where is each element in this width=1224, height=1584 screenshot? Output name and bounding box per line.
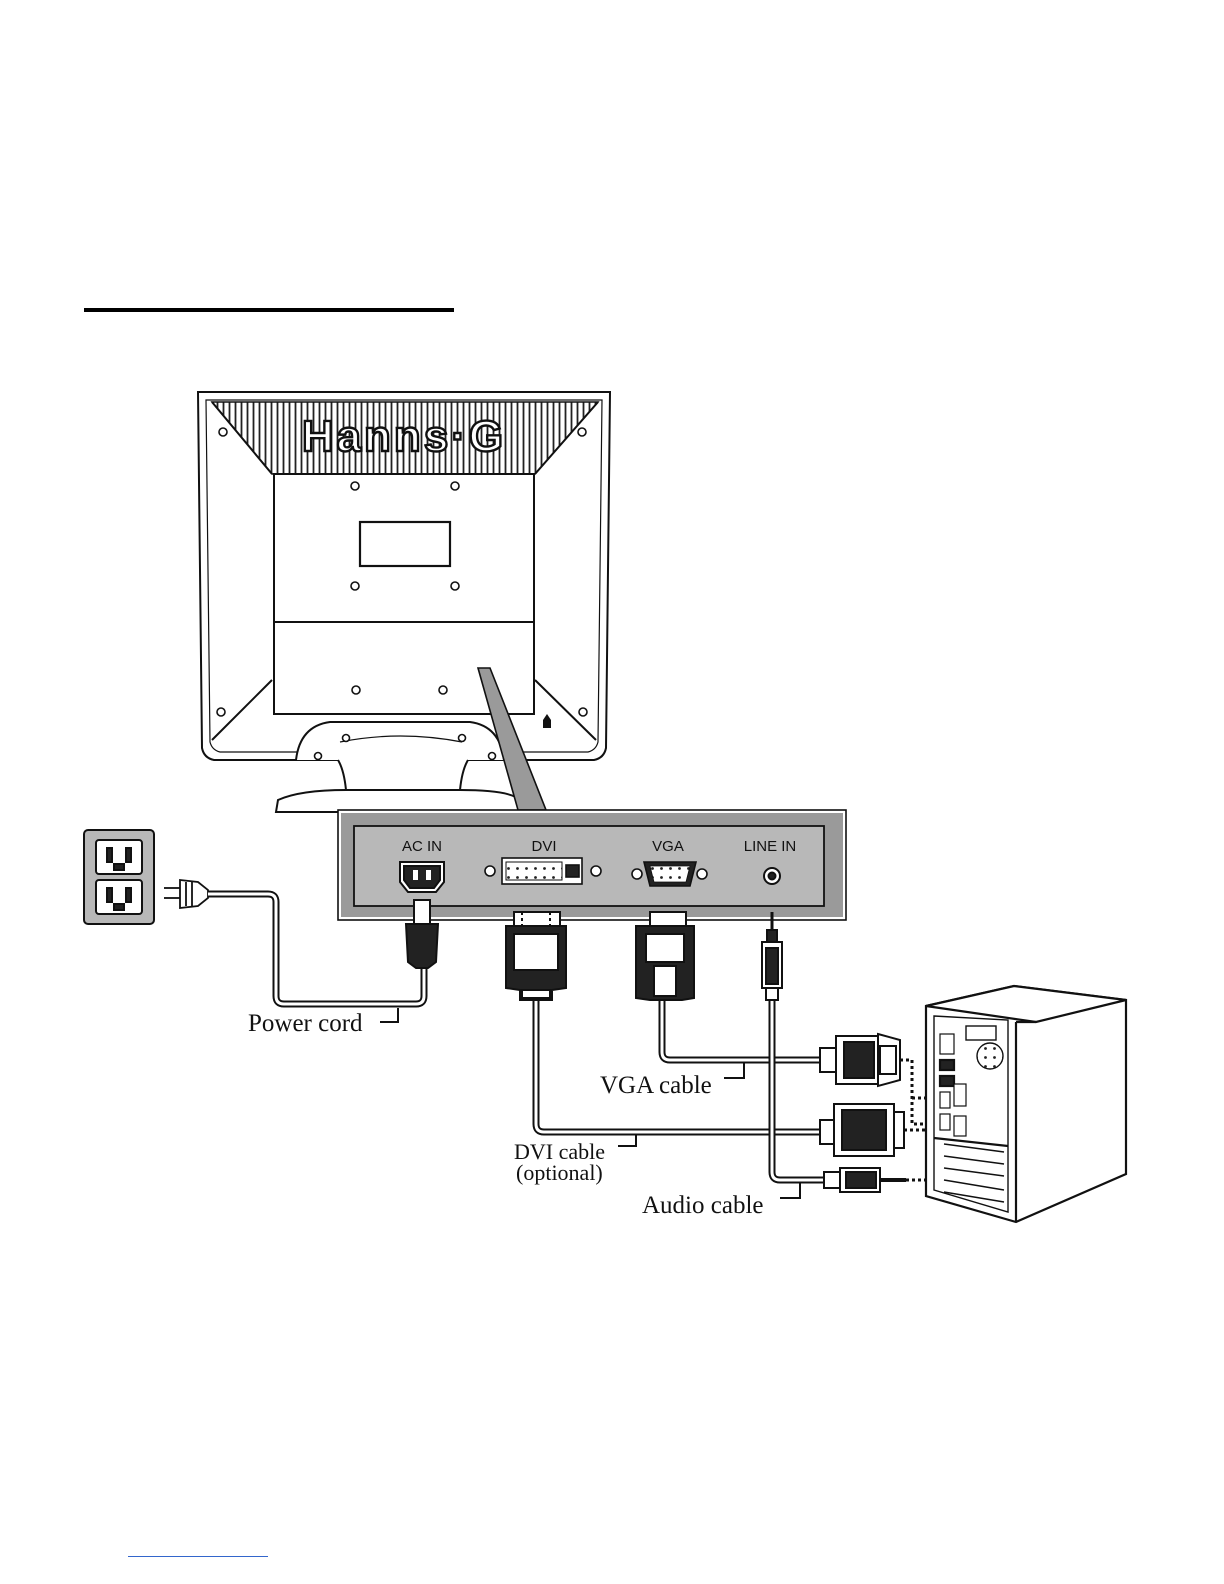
port-label-vga: VGA	[652, 838, 684, 855]
ac-in-port-icon	[400, 862, 444, 892]
pc-dvi-connector-icon	[820, 1104, 904, 1156]
power-cord-label: Power cord	[248, 1010, 363, 1037]
computer-tower-icon	[926, 986, 1126, 1222]
dvi-connector-icon	[506, 912, 566, 1000]
port-label-dvi: DVI	[531, 838, 556, 855]
vga-cable-label: VGA cable	[600, 1072, 712, 1099]
port-label-line-in: LINE IN	[744, 838, 797, 855]
power-plug-icon	[164, 880, 208, 908]
audio-cable-line	[772, 1000, 824, 1180]
pc-audio-plug-icon	[824, 1168, 906, 1192]
port-label-ac-in: AC IN	[402, 838, 442, 855]
pc-vga-connector-icon	[820, 1034, 900, 1086]
brand-logo: Hanns·G	[302, 412, 506, 461]
dvi-cable-line	[536, 1000, 820, 1132]
vga-connector-icon	[636, 912, 694, 1000]
dvi-cable-optional-label: (optional)	[516, 1160, 603, 1185]
line-in-jack-icon	[764, 868, 780, 884]
vga-cable-line	[662, 1000, 820, 1060]
audio-cable-label: Audio cable	[642, 1192, 763, 1219]
audio-plug-icon	[762, 912, 782, 1000]
wall-outlet-icon	[84, 830, 154, 924]
